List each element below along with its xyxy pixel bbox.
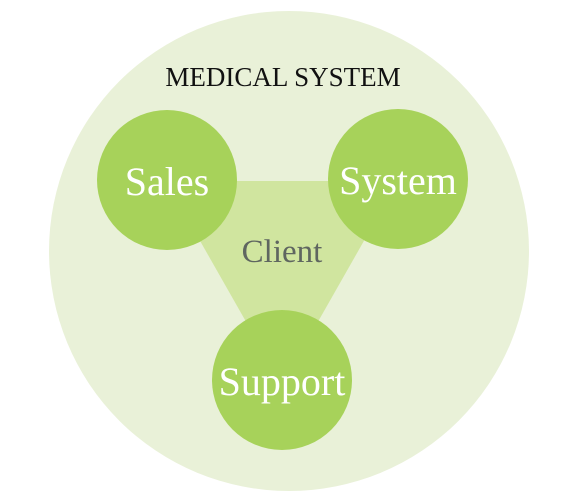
node-circle-system [328, 109, 468, 249]
client-triangle [166, 181, 398, 385]
node-support: Support [212, 310, 352, 450]
node-label-system: System [339, 158, 457, 203]
node-label-support: Support [219, 359, 346, 404]
center-label-client: Client [242, 234, 323, 270]
node-circle-support [212, 310, 352, 450]
node-label-sales: Sales [125, 159, 209, 204]
node-system: System [328, 109, 468, 249]
diagram-title: MEDICAL SYSTEM [165, 62, 400, 92]
node-circle-sales [97, 110, 237, 250]
node-sales: Sales [97, 110, 237, 250]
